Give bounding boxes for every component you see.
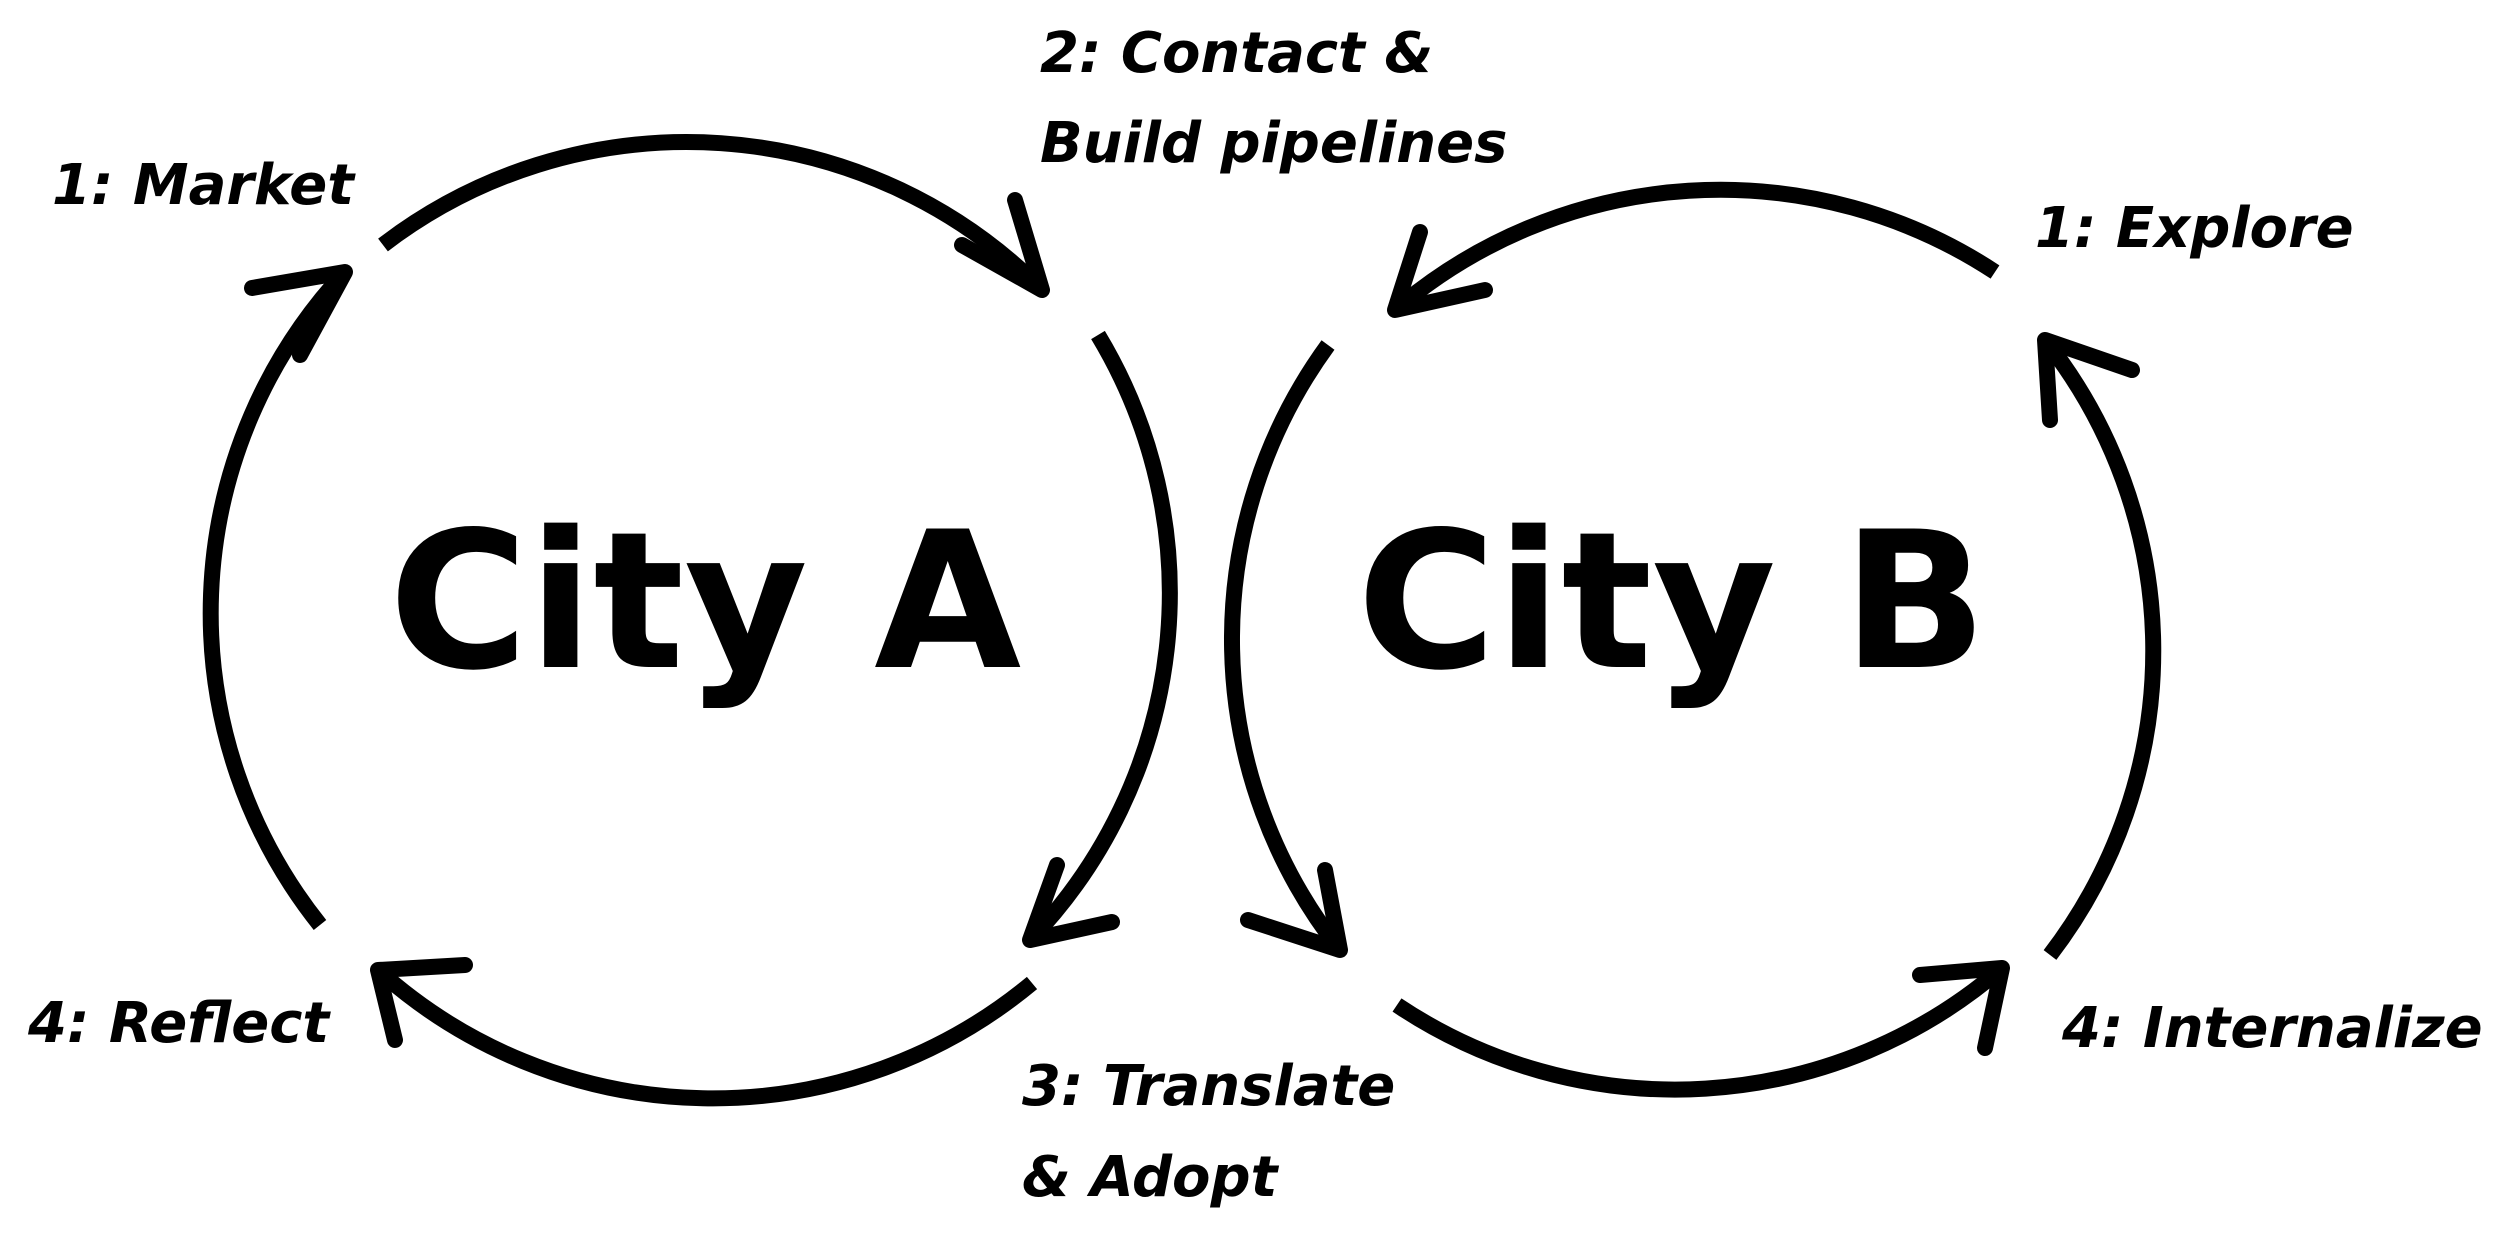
step-label-contact-line2: Build pipelines (1040, 111, 1507, 176)
step-label-translate-line2: & Adopt (1022, 1145, 1280, 1210)
city-b-arc-internalize-to-explore (2038, 335, 2162, 960)
city-a-arc-reflect-to-market (202, 266, 351, 930)
city-a-arrowhead-contact (954, 192, 1050, 298)
city-a-arrowhead-market (244, 264, 353, 363)
city-a-arc-translate-to-reflect (372, 964, 1038, 1107)
city-a-label: City A (389, 491, 1021, 712)
city-a-arrowhead-reflect (370, 957, 473, 1048)
city-b-label: City B (1357, 491, 1987, 712)
step-label-translate-line1: 3: Translate (1022, 1054, 1395, 1119)
city-b-cycle (1223, 181, 2162, 1098)
city-b-arrowhead-contact (1387, 224, 1493, 318)
city-b-arrowhead-internalize (1912, 960, 2010, 1056)
city-b-arc-translate-to-internalize (1392, 961, 2008, 1098)
step-label-market: 1: Market (52, 153, 356, 218)
step-label-contact-line1: 2: Contact & (1040, 21, 1433, 86)
step-label-explore: 1: Explore (2035, 196, 2354, 261)
step-label-reflect: 4: Reflect (27, 991, 331, 1056)
city-b-arc-explore-to-contact (1389, 181, 2000, 317)
city-a-cycle (202, 134, 1178, 1107)
city-a-arrowhead-translate (1022, 857, 1120, 948)
city-b-arc-contact-to-translate (1223, 340, 1347, 955)
step-label-internalize: 4: Internalize (2061, 996, 2483, 1061)
city-b-arrowhead-explore (2037, 332, 2140, 428)
city-b-arrowhead-translate (1240, 862, 1348, 958)
city-a-arc-contact-to-translate (1024, 330, 1178, 946)
city-a-arc-market-to-contact (378, 134, 1048, 296)
